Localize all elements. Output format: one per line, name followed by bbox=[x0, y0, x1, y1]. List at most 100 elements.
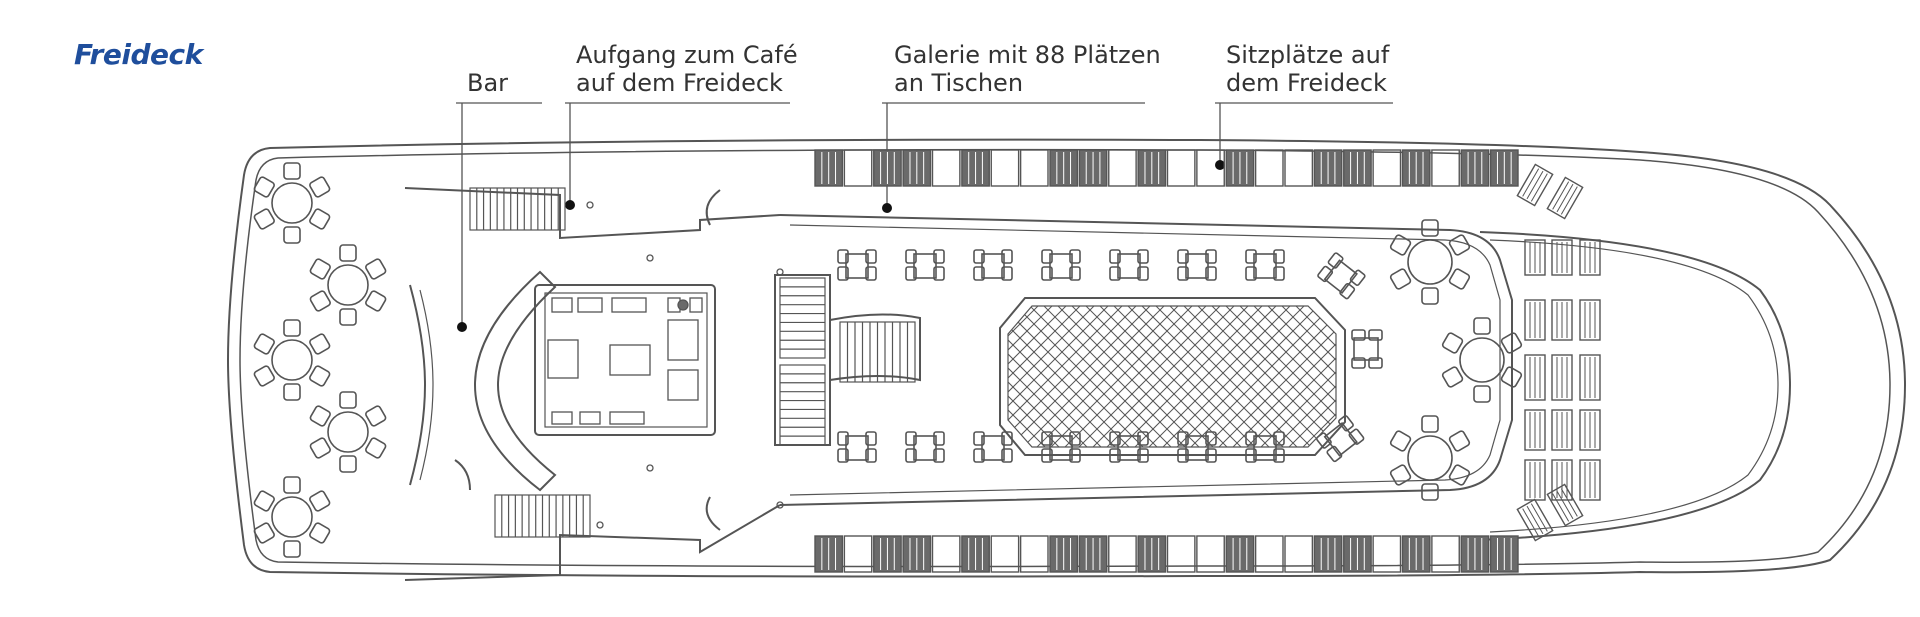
square-table bbox=[837, 431, 877, 463]
chair bbox=[905, 266, 917, 281]
bow-bench bbox=[1579, 459, 1601, 501]
bench-seat bbox=[1431, 149, 1460, 187]
fixture bbox=[596, 521, 604, 529]
square-table bbox=[837, 249, 877, 281]
chair bbox=[339, 244, 357, 262]
galley-equipment bbox=[547, 339, 579, 379]
chair bbox=[837, 431, 849, 446]
chair bbox=[253, 490, 275, 512]
chair bbox=[1069, 266, 1081, 281]
chair bbox=[1245, 266, 1257, 281]
bench-seat bbox=[1019, 535, 1049, 573]
bow-bench bbox=[1579, 409, 1601, 451]
chair bbox=[1069, 448, 1081, 463]
chair bbox=[1177, 266, 1189, 281]
chair bbox=[1351, 357, 1366, 369]
bow-bench bbox=[1579, 354, 1601, 401]
bow-bench-angled bbox=[1516, 163, 1554, 207]
chair bbox=[365, 290, 387, 312]
fixture bbox=[776, 501, 784, 509]
chair bbox=[1500, 366, 1523, 388]
bench-seat bbox=[1254, 535, 1284, 573]
chair bbox=[933, 249, 945, 264]
chair bbox=[837, 266, 849, 281]
stairs bbox=[494, 494, 591, 538]
chair bbox=[1137, 249, 1149, 264]
chair bbox=[1205, 431, 1217, 446]
mid-stairs-curve bbox=[829, 313, 921, 382]
square-table bbox=[1041, 249, 1081, 281]
bench-seat bbox=[1372, 535, 1402, 573]
chair bbox=[1448, 464, 1471, 486]
square-table bbox=[1245, 249, 1285, 281]
leader-cafe bbox=[565, 102, 790, 205]
chair bbox=[933, 266, 945, 281]
chair bbox=[1273, 448, 1285, 463]
fixture bbox=[586, 201, 594, 209]
bow-bench bbox=[1524, 409, 1546, 451]
chair bbox=[1205, 266, 1217, 281]
stairs bbox=[469, 187, 566, 231]
galley-equipment bbox=[677, 299, 689, 311]
galley-inner bbox=[544, 292, 708, 428]
chair bbox=[1348, 428, 1365, 445]
bow-bench bbox=[1579, 239, 1601, 276]
chair bbox=[339, 455, 357, 473]
square-table bbox=[1245, 431, 1285, 463]
chair bbox=[309, 490, 331, 512]
galley bbox=[534, 284, 716, 436]
chair bbox=[1421, 415, 1439, 433]
chair bbox=[1326, 445, 1343, 463]
galley-equipment bbox=[577, 297, 603, 313]
chair bbox=[1389, 234, 1412, 256]
chair bbox=[309, 176, 331, 198]
label-deck-seats-line2: dem Freideck bbox=[1226, 69, 1387, 97]
fixture bbox=[646, 464, 654, 472]
round-table bbox=[1389, 415, 1471, 501]
chair bbox=[1109, 431, 1121, 446]
square-table bbox=[1109, 431, 1149, 463]
chair bbox=[1421, 287, 1439, 305]
chair bbox=[1245, 249, 1257, 264]
chair bbox=[865, 266, 877, 281]
chair bbox=[973, 431, 985, 446]
chair bbox=[253, 208, 275, 230]
chair bbox=[283, 383, 301, 401]
galley-equipment bbox=[689, 297, 703, 313]
square-table bbox=[1177, 249, 1217, 281]
chair bbox=[1001, 266, 1013, 281]
galley-equipment bbox=[611, 297, 647, 313]
round-table bbox=[253, 319, 331, 401]
hull-inner bbox=[239, 148, 1891, 568]
chair bbox=[309, 258, 331, 280]
chair bbox=[253, 365, 275, 387]
leader-deck-seats bbox=[1215, 102, 1393, 165]
chair bbox=[1041, 448, 1053, 463]
gallery-wall-inner bbox=[789, 224, 1501, 496]
bow-bench bbox=[1524, 354, 1546, 401]
chair bbox=[1473, 385, 1491, 403]
chair bbox=[365, 405, 387, 427]
chair bbox=[1001, 431, 1013, 446]
chair bbox=[837, 448, 849, 463]
chair bbox=[1041, 266, 1053, 281]
chair bbox=[1389, 430, 1412, 452]
chair bbox=[973, 448, 985, 463]
bench-seat bbox=[1372, 149, 1402, 187]
square-table bbox=[1177, 431, 1217, 463]
chair bbox=[1137, 266, 1149, 281]
leader-dots bbox=[457, 160, 1225, 332]
chair bbox=[1177, 431, 1189, 446]
chair bbox=[1389, 464, 1412, 486]
galley-equipment bbox=[551, 297, 573, 313]
bench-seat bbox=[1254, 149, 1284, 187]
bow-bench bbox=[1579, 299, 1601, 341]
bench-seat bbox=[1284, 535, 1314, 573]
chair bbox=[1177, 448, 1189, 463]
chair bbox=[865, 249, 877, 264]
bench-seat bbox=[1108, 535, 1137, 573]
chair bbox=[1315, 432, 1332, 449]
bench-seat bbox=[990, 149, 1020, 187]
chair bbox=[1205, 249, 1217, 264]
chair bbox=[865, 448, 877, 463]
